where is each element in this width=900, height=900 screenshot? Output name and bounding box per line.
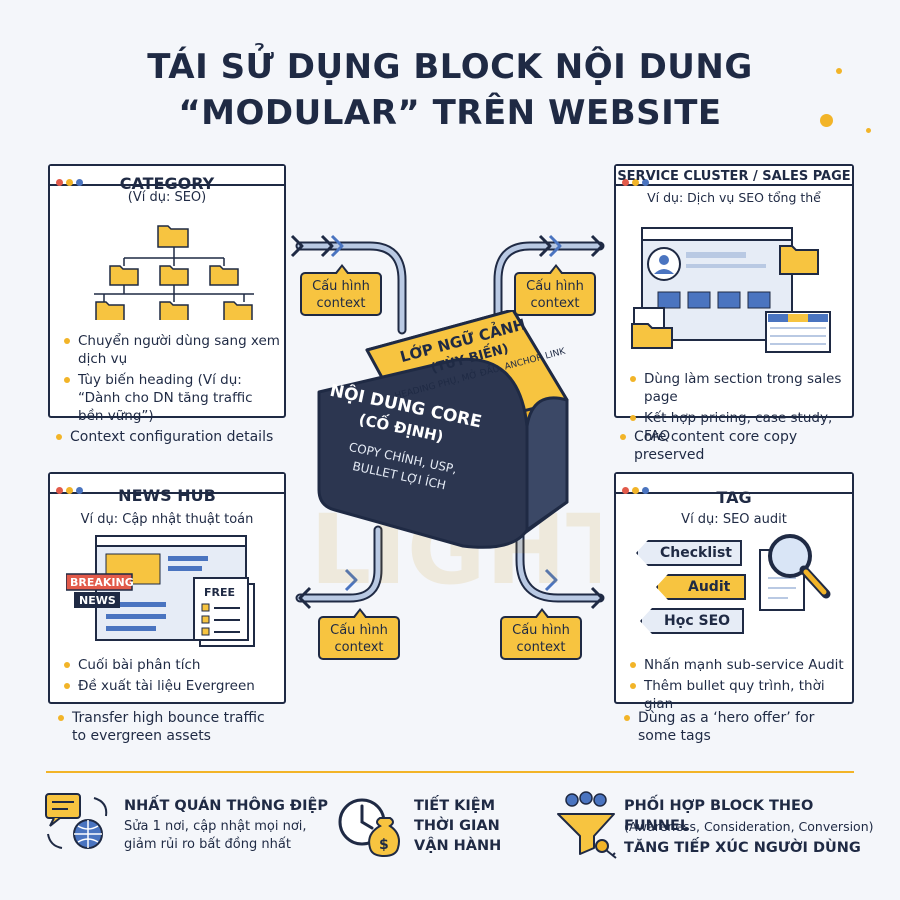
service-title: SERVICE CLUSTER / SALES PAGE <box>617 169 851 184</box>
category-subtitle: (Ví dụ: SEO) <box>127 190 207 205</box>
list-item: Thêm bullet quy trình, thời gian <box>630 677 854 713</box>
news-hub-card: NEWS HUB Ví dụ: Cập nhật thuật toán FREE… <box>48 472 286 704</box>
list-item: Tùy biến heading (Ví dụ: “Dành cho DN tă… <box>64 371 282 425</box>
news-hub-note: Transfer high bounce traffic to evergree… <box>58 709 278 745</box>
window-bar <box>616 474 852 494</box>
service-subtitle: Ví dụ: Dịch vụ SEO tổng thể <box>647 190 821 205</box>
list-item: Kết hợp pricing, case study, FAQ <box>630 409 854 445</box>
footer-col2-title: TIẾT KIỆM THỜI GIAN VẬN HÀNH <box>414 798 502 854</box>
window-bar <box>50 166 284 186</box>
config-callout-bottom-right: Cấu hình context <box>500 608 582 660</box>
title-line-1: TÁI SỬ DỤNG BLOCK NỘI DUNG <box>147 47 753 87</box>
service-card: SERVICE CLUSTER / SALES PAGE Ví dụ: Dịch… <box>614 164 854 444</box>
title-line-2: “MODULAR” TRÊN WEBSITE <box>178 93 722 133</box>
category-card: CATEGORY (Ví dụ: SEO) Chuyển người dùng … <box>48 164 286 424</box>
list-item: Đề xuất tài liệu Evergreen <box>64 677 282 695</box>
footer-col3-text: (Awareness, Consideration, Conversion) <box>624 819 874 834</box>
news-hub-title: NEWS HUB <box>118 486 216 505</box>
tag-pill-audit: Audit <box>656 574 747 600</box>
config-callout-top-left: Cấu hình context <box>300 264 382 316</box>
news-hub-bullets: Cuối bài phân tích Đề xuất tài liệu Ever… <box>64 656 282 698</box>
page-title: TÁI SỬ DỤNG BLOCK NỘI DUNG “MODULAR” TRÊ… <box>0 44 900 136</box>
dollar-glyph: $ <box>379 837 389 853</box>
folder-tree-icon <box>94 225 254 320</box>
list-item: Nhấn mạnh sub-service Audit <box>630 656 854 674</box>
funnel-users-icon <box>557 791 617 859</box>
list-item: Chuyển người dùng sang xem dịch vụ <box>64 332 282 368</box>
window-bar <box>616 166 852 186</box>
footer-col3-title: PHỐI HỢP BLOCK THEO FUNNEL <box>624 798 814 834</box>
footer-col1-title: NHẤT QUÁN THÔNG ĐIỆP <box>124 798 329 814</box>
news-badge: NEWS <box>79 594 116 607</box>
tag-title: TAG <box>716 488 752 507</box>
tag-card: TAG Ví dụ: SEO audit Checklist Audit Học… <box>614 472 854 712</box>
news-illustration: FREE BREAKING NEWS <box>66 535 255 647</box>
list-item: Cuối bài phân tích <box>64 656 282 674</box>
config-callout-top-right: Cấu hình context <box>514 264 596 316</box>
footer-col1-text: Sửa 1 nơi, cập nhật mọi nơi, giảm rủi ro… <box>124 819 307 852</box>
list-item: Dùng làm section trong sales page <box>630 370 854 406</box>
tag-subtitle: Ví dụ: SEO audit <box>681 512 787 527</box>
decor-dot <box>866 128 871 133</box>
breaking-badge: BREAKING <box>70 576 134 589</box>
chat-globe-icon <box>45 793 108 849</box>
magnifier-icon <box>759 534 831 611</box>
footer-divider <box>46 771 854 773</box>
core-content-block: LỚP NGỮ CẢNH (TÙY BIẾN) HEADING PHỤ, MỞ … <box>317 310 569 549</box>
category-title: CATEGORY <box>119 174 215 193</box>
footer-col3-title-2: TĂNG TIẾP XÚC NGƯỜI DÙNG <box>624 840 861 856</box>
service-note: Core content core copy preserved <box>620 428 860 464</box>
service-bullets: Dùng làm section trong sales page Kết hợ… <box>630 370 854 448</box>
tag-note: Dùng as a ‘hero offer’ for some tags <box>624 709 850 745</box>
tag-pill-checklist: Checklist <box>636 540 742 566</box>
clock-money-icon: $ <box>338 798 400 858</box>
category-bullets: Chuyển người dùng sang xem dịch vụ Tùy b… <box>64 332 282 428</box>
news-hub-subtitle: Ví dụ: Cập nhật thuật toán <box>80 512 254 527</box>
decor-dot <box>836 68 842 74</box>
tag-bullets: Nhấn mạnh sub-service Audit Thêm bullet … <box>630 656 854 716</box>
config-callout-bottom-left: Cấu hình context <box>318 608 400 660</box>
decor-dot <box>820 114 833 127</box>
free-label: FREE <box>204 586 235 599</box>
window-bar <box>50 474 284 494</box>
category-note: Context configuration details <box>56 428 286 446</box>
sales-page-illustration <box>631 227 831 353</box>
tag-pill-hoc-seo: Học SEO <box>640 608 745 634</box>
